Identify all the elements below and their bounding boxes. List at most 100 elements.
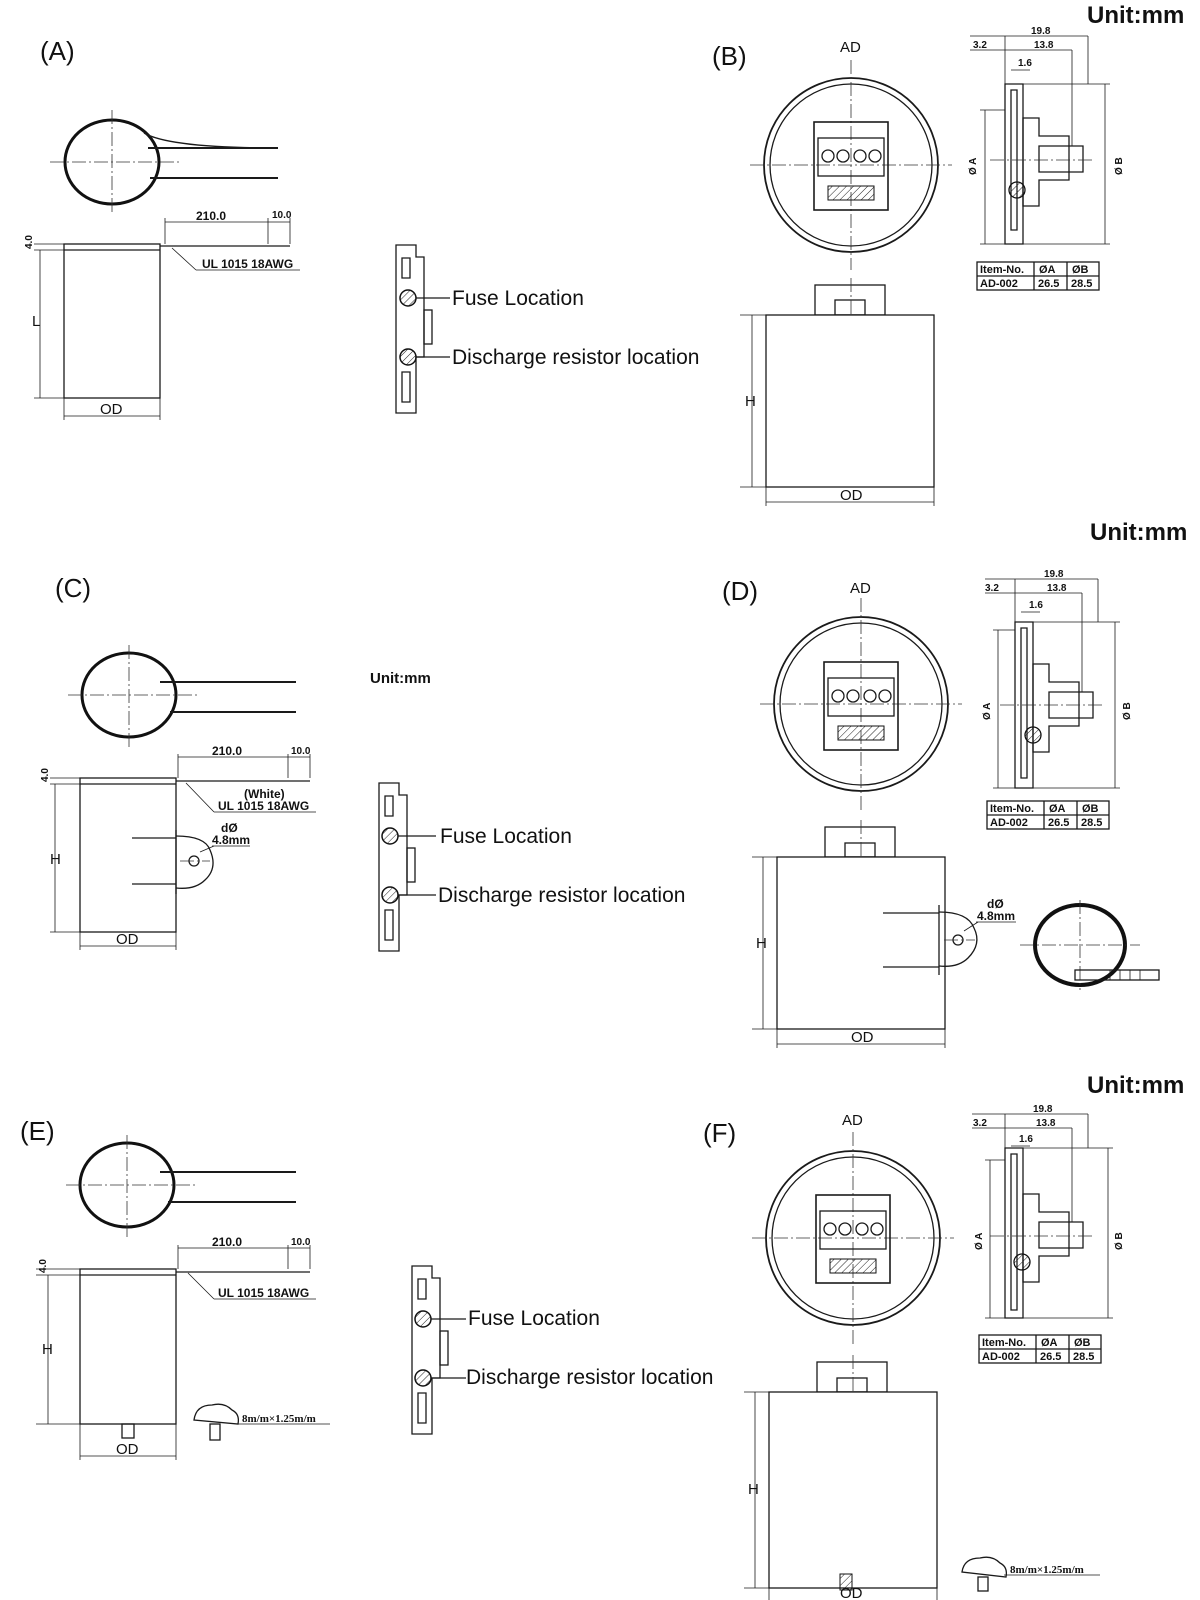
panel-d-dim-3-2: 3.2 bbox=[985, 583, 999, 594]
panel-f-dia-a: Ø A bbox=[974, 1233, 985, 1250]
panel-e-threaded-stud-icon bbox=[193, 1403, 330, 1441]
panel-d-dim-1-6: 1.6 bbox=[1029, 600, 1043, 611]
panel-c-wire-strip: 10.0 bbox=[291, 746, 311, 757]
unit-label-middle: Unit:mm bbox=[1090, 519, 1187, 546]
panel-e-height-label: H bbox=[42, 1341, 53, 1358]
panel-e-cap-height: 4.0 bbox=[38, 1259, 49, 1273]
panel-c-bracket-hole: dØ bbox=[221, 821, 238, 835]
panel-c-od-label: OD bbox=[116, 931, 139, 948]
panel-f-table-header-b: ØB bbox=[1074, 1337, 1091, 1349]
panel-label-a: (A) bbox=[40, 36, 75, 66]
panel-c-wire-color: (White) bbox=[244, 787, 285, 801]
panel-b-table-b: 28.5 bbox=[1071, 278, 1092, 290]
panel-f-table-b: 28.5 bbox=[1073, 1351, 1094, 1363]
panel-f-dim-19-8: 19.8 bbox=[1033, 1104, 1053, 1115]
panel-f-dim-3-2: 3.2 bbox=[973, 1118, 987, 1129]
panel-d-bracket-hole: dØ bbox=[987, 897, 1004, 911]
panel-a-capacitor-top-view bbox=[50, 110, 279, 214]
panel-b-table-item: AD-002 bbox=[980, 278, 1018, 290]
panel-a-fuse-callout: Fuse Location bbox=[452, 287, 584, 310]
panel-d-table-header-b: ØB bbox=[1082, 803, 1099, 815]
panel-a-length-label: L bbox=[32, 313, 40, 330]
panel-c-cap-height: 4.0 bbox=[40, 768, 51, 782]
panel-d-table-header-item: Item-No. bbox=[990, 803, 1034, 815]
panel-d-table-item: AD-002 bbox=[990, 817, 1028, 829]
panel-f-table-header-a: ØA bbox=[1041, 1337, 1058, 1349]
panel-f-height-label: H bbox=[748, 1481, 759, 1498]
panel-c-mounting-bracket: dØ 4.8mm bbox=[132, 821, 250, 894]
panel-e-terminal-block-icon bbox=[411, 1265, 449, 1435]
panel-c-resistor-callout: Discharge resistor location bbox=[438, 884, 685, 907]
panel-d-terminal-top-view: AD bbox=[760, 580, 962, 810]
panel-c-capacitor-side-view: 210.0 10.0 (White) UL 1015 18AWG 4.0 H O… bbox=[40, 744, 316, 950]
panel-d-terminal-side-view: 19.8 13.8 3.2 1.6 Ø A Ø B bbox=[982, 569, 1133, 789]
panel-b-dia-b: Ø B bbox=[1114, 157, 1125, 175]
panel-a-terminal-block-icon bbox=[395, 244, 433, 414]
panel-b-dim-1-6: 1.6 bbox=[1018, 58, 1032, 69]
panel-f-ad-label: AD bbox=[842, 1112, 863, 1129]
panel-b-table-header-item: Item-No. bbox=[980, 264, 1024, 276]
panel-d-dim-19-8: 19.8 bbox=[1044, 569, 1064, 580]
panel-b-height-label: H bbox=[745, 393, 756, 410]
panel-a-od-label: OD bbox=[100, 401, 123, 418]
panel-b-capacitor-side-view: H OD bbox=[740, 278, 935, 506]
panel-f-capacitor-side-view: H bbox=[744, 1355, 938, 1600]
panel-f-dia-b: Ø B bbox=[1114, 1232, 1125, 1250]
panel-label-c: (C) bbox=[55, 573, 91, 603]
panel-b-spec-table: Item-No. ØA ØB AD-002 26.5 28.5 bbox=[976, 261, 1100, 291]
panel-d-table-header-a: ØA bbox=[1049, 803, 1066, 815]
panel-d-bracket-size: 4.8mm bbox=[977, 909, 1015, 923]
panel-f-od-label: OD bbox=[840, 1585, 863, 1600]
panel-a-wire-spec: UL 1015 18AWG bbox=[202, 257, 293, 271]
panel-f-bottom-stud bbox=[839, 1573, 853, 1591]
panel-f-dim-13-8: 13.8 bbox=[1036, 1118, 1056, 1129]
panel-label-b: (B) bbox=[712, 41, 747, 71]
panel-a-wire-strip: 10.0 bbox=[272, 210, 292, 221]
panel-f-stud-spec: 8m/m×1.25m/m bbox=[1010, 1564, 1084, 1576]
panel-label-f: (F) bbox=[703, 1118, 736, 1148]
panel-e-resistor-callout: Discharge resistor location bbox=[466, 1366, 713, 1389]
panel-d-dia-b: Ø B bbox=[1122, 702, 1133, 720]
panel-d-spec-table: Item-No. ØA ØB AD-002 26.5 28.5 bbox=[986, 800, 1110, 830]
panel-e-capacitor-top-view bbox=[66, 1135, 296, 1238]
panel-f-table-item: AD-002 bbox=[982, 1351, 1020, 1363]
panel-a-resistor-callout: Discharge resistor location bbox=[452, 346, 699, 369]
panel-d-table-b: 28.5 bbox=[1081, 817, 1102, 829]
panel-b-table-header-a: ØA bbox=[1039, 264, 1056, 276]
panel-e-stud-spec: 8m/m×1.25m/m bbox=[242, 1413, 316, 1425]
panel-e-wire-strip: 10.0 bbox=[291, 1237, 311, 1248]
panel-label-d: (D) bbox=[722, 576, 758, 606]
panel-b-table-header-b: ØB bbox=[1072, 264, 1089, 276]
panel-d-capacitor-side-view: H OD bbox=[752, 820, 946, 1048]
panel-d-mounting-bracket: dØ 4.8mm bbox=[883, 897, 1016, 975]
unit-label-bottom: Unit:mm bbox=[1087, 1072, 1184, 1099]
panel-c-wire-spec: UL 1015 18AWG bbox=[218, 799, 309, 813]
panel-f-threaded-stud-icon bbox=[961, 1556, 1100, 1592]
panel-e-wire-length: 210.0 bbox=[212, 1235, 242, 1249]
panel-b-od-label: OD bbox=[840, 487, 863, 504]
panel-label-e: (E) bbox=[20, 1116, 55, 1146]
panel-d-height-label: H bbox=[756, 935, 767, 952]
panel-b-terminal-top-view: AD bbox=[750, 39, 952, 270]
unit-label-panel-c: Unit:mm bbox=[370, 670, 431, 687]
panel-f-table-a: 26.5 bbox=[1040, 1351, 1061, 1363]
panel-d-dim-13-8: 13.8 bbox=[1047, 583, 1067, 594]
panel-b-ad-label: AD bbox=[840, 39, 861, 56]
panel-b-dim-3-2: 3.2 bbox=[973, 40, 987, 51]
panel-b-table-a: 26.5 bbox=[1038, 278, 1059, 290]
panel-b-dim-13-8: 13.8 bbox=[1034, 40, 1054, 51]
panel-e-od-label: OD bbox=[116, 1441, 139, 1458]
panel-e-fuse-callout: Fuse Location bbox=[468, 1307, 600, 1330]
panel-f-dim-1-6: 1.6 bbox=[1019, 1134, 1033, 1145]
panel-e-wire-spec: UL 1015 18AWG bbox=[218, 1286, 309, 1300]
panel-d-table-a: 26.5 bbox=[1048, 817, 1069, 829]
panel-a-cap-height: 4.0 bbox=[24, 235, 35, 249]
panel-c-capacitor-top-view bbox=[68, 645, 296, 748]
panel-d-od-label: OD bbox=[851, 1029, 874, 1046]
panel-d-dia-a: Ø A bbox=[982, 703, 993, 720]
panel-c-terminal-block-icon bbox=[378, 782, 416, 952]
panel-c-bracket-size: 4.8mm bbox=[212, 833, 250, 847]
unit-label-top: Unit:mm bbox=[1087, 2, 1184, 29]
panel-a-wire-length: 210.0 bbox=[196, 209, 226, 223]
